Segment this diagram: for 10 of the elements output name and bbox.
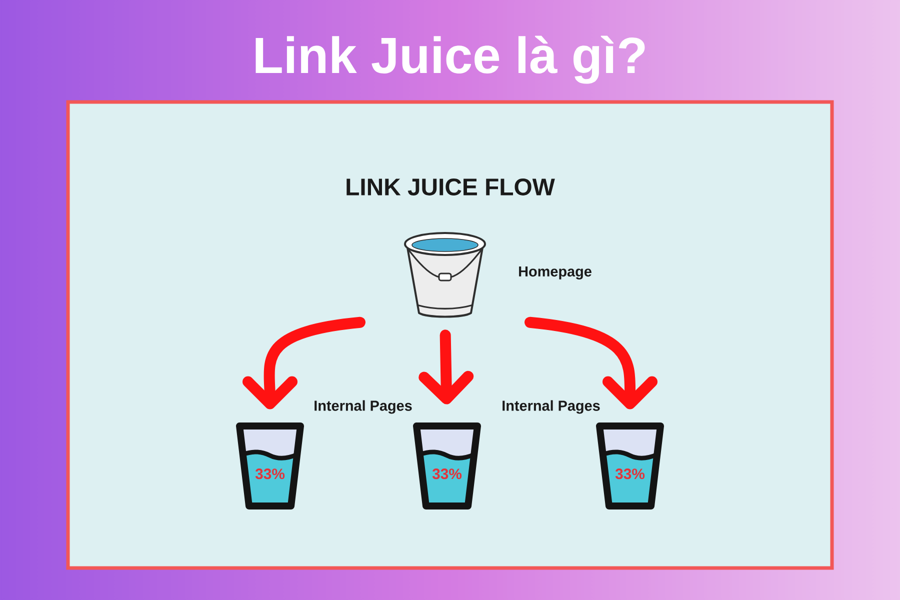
glass: 33%: [413, 422, 481, 510]
label: Internal Pages: [314, 400, 412, 414]
label: Internal Pages: [502, 400, 600, 414]
title: Link Juice là gì?: [256, 36, 645, 84]
glass: 33%: [596, 422, 664, 510]
heading: LINK JUICE FLOW: [346, 178, 555, 196]
arrow: [242, 316, 366, 410]
arrow: [524, 316, 658, 410]
glass: 33%: [236, 422, 304, 510]
node-label: Homepage: [519, 266, 592, 280]
